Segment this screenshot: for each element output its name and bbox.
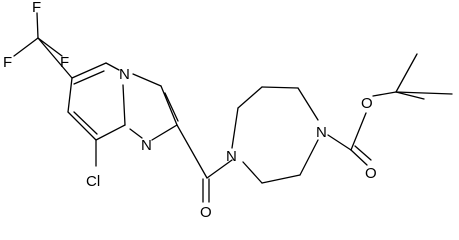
- trifluoromethyl-group: [13, 12, 73, 79]
- imidazole-ring: [129, 73, 179, 141]
- carbamate-oxygen-label: O: [361, 95, 373, 112]
- structure-diagram: F F F Cl N N O N N O O: [3, 0, 453, 221]
- diazepane-ring: [231, 86, 319, 184]
- bridgehead-nitrogen-label: N: [119, 66, 130, 83]
- molecule-drawing: F F F Cl N N O N N O O: [3, 0, 453, 221]
- imidazole-nitrogen-label: N: [141, 137, 152, 154]
- fluorine-left-label: F: [3, 54, 12, 71]
- fluorine-right-label: F: [60, 54, 69, 71]
- chlorine-label: Cl: [86, 173, 100, 190]
- amide-linker: [176, 124, 233, 203]
- diazepane-nitrogen-right-label: N: [316, 124, 327, 141]
- boc-group: [327, 53, 453, 166]
- carbonyl-oxygen-label: O: [200, 204, 212, 221]
- diazepane-nitrogen-left-label: N: [226, 148, 237, 165]
- ester-oxygen-label: O: [365, 165, 377, 182]
- pyridine-ring: [67, 62, 126, 141]
- fluorine-top-label: F: [32, 0, 41, 16]
